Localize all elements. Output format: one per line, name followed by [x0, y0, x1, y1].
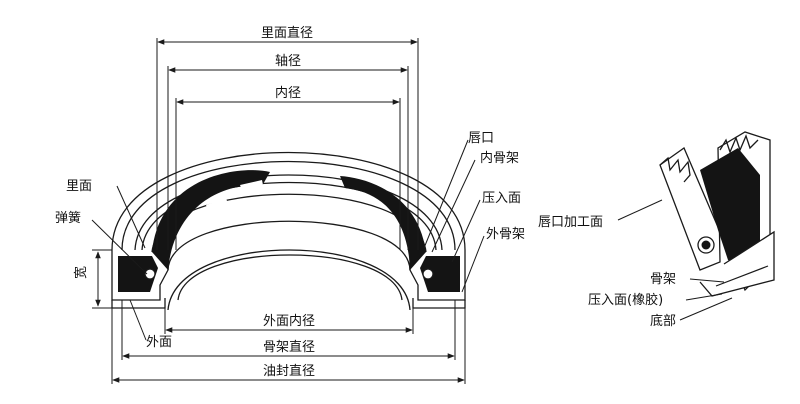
inner-face-label: 里面	[66, 179, 92, 194]
inner-case-arc	[134, 174, 443, 251]
bottom-label: 底部	[650, 313, 676, 329]
outer-face-inner-diameter-label: 外面内径	[263, 313, 315, 329]
inner-case-arc-2	[141, 181, 437, 251]
detail-rubber	[700, 148, 760, 272]
outer-case-label: 外骨架	[486, 227, 525, 242]
inner-diameter-label: 内径	[275, 85, 301, 101]
case-diameter-label: 骨架直径	[263, 340, 315, 355]
inner-case-label: 内骨架	[480, 150, 519, 166]
spring	[144, 268, 434, 280]
detail-teeth-right	[719, 134, 759, 154]
detail-view	[617, 131, 775, 321]
lip-label: 唇口	[468, 131, 494, 146]
detail-teeth-left	[659, 156, 691, 183]
bore-arc	[167, 249, 411, 311]
lip-arc-inner	[167, 220, 411, 271]
outer-case-arc	[111, 152, 466, 251]
outer-case-arc-inner	[121, 160, 456, 251]
seal-diameter-label: 油封直径	[263, 364, 315, 379]
case-label: 骨架	[650, 272, 676, 287]
detail-case	[699, 230, 775, 297]
dimension-lines	[91, 38, 485, 384]
shaft-diameter-label: 轴径	[275, 54, 301, 69]
inner-face-diameter-label: 里面直径	[261, 26, 313, 41]
lip-highlight	[206, 180, 264, 216]
press-fit-face-label: 压入面	[482, 191, 521, 206]
left-spring-coil	[144, 268, 156, 280]
lip-machined-face-label: 唇口加工面	[538, 215, 603, 230]
bore-arc-2	[177, 254, 403, 301]
press-fit-face-rubber-label: 压入面(橡胶)	[588, 292, 663, 308]
labels: 里面直径 轴径 内径 里面 弹簧 宽 外面 外面内径 骨架直径 油封直径 唇口 …	[55, 26, 676, 379]
right-spring-coil	[422, 268, 434, 280]
width-label: 宽	[73, 266, 89, 279]
rubber-fill	[118, 170, 460, 292]
outer-face-label: 外面	[146, 335, 172, 350]
spring-label: 弹簧	[55, 210, 81, 226]
